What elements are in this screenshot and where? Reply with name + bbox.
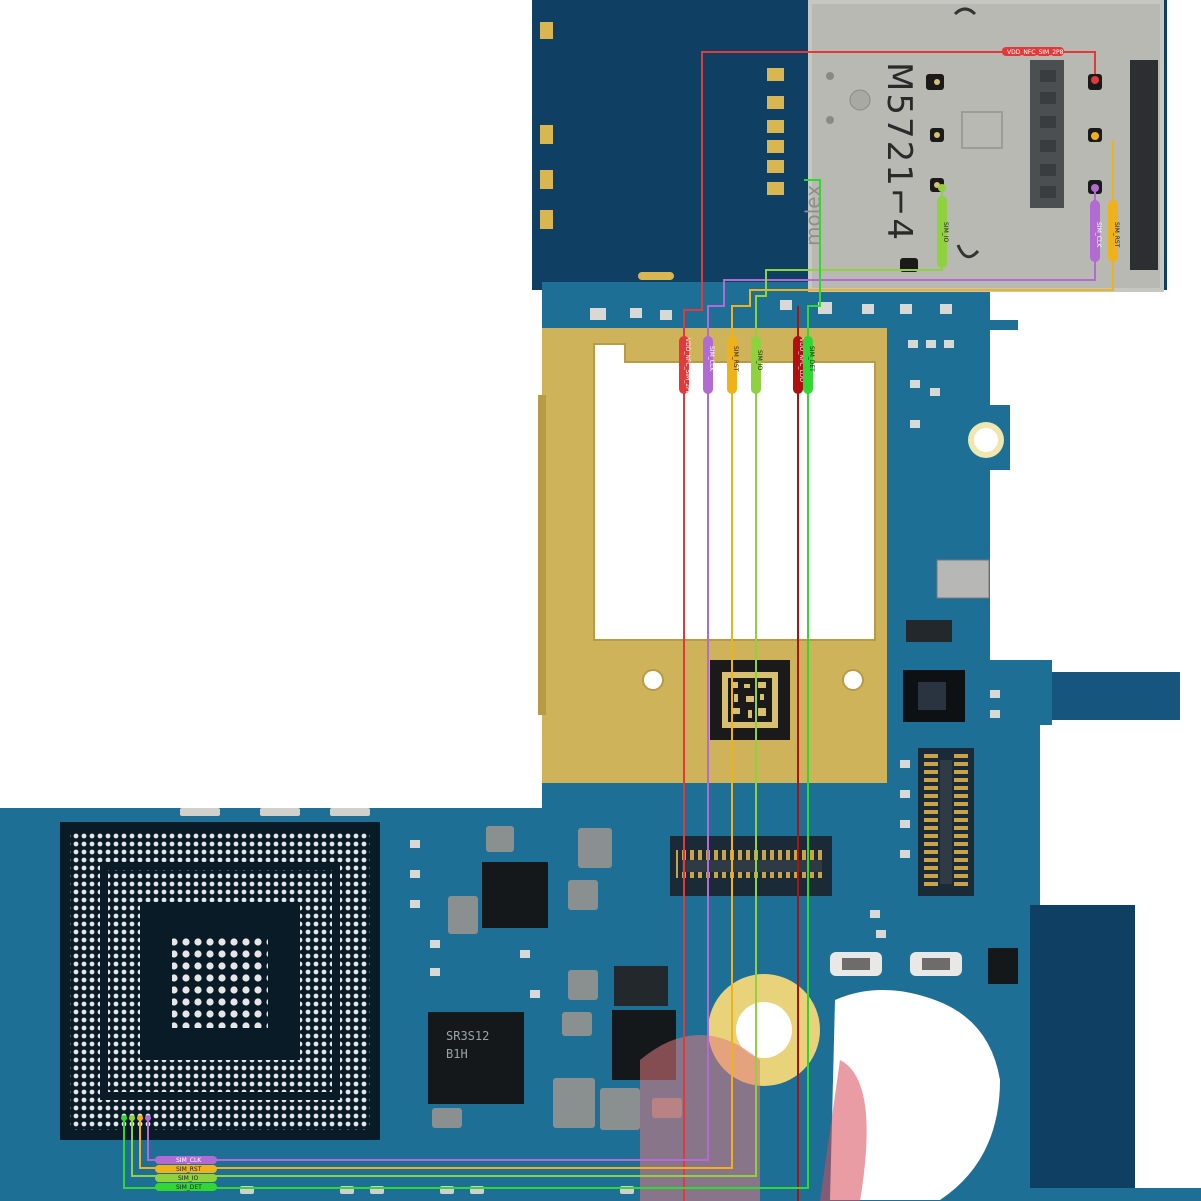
label-shield-det: SIM_DET bbox=[808, 346, 815, 372]
mounting-ring bbox=[708, 422, 1004, 1200]
label-bottom-det: SIM_DET bbox=[176, 1184, 202, 1191]
bga-processor bbox=[60, 822, 380, 1140]
label-conn-io: SIM_IO bbox=[942, 222, 949, 243]
trace-sim-clk bbox=[147, 190, 1096, 1161]
label-top-vdd: VDD_NFC_SIM_2P8 bbox=[1002, 47, 1064, 56]
svg-text:B1H: B1H bbox=[446, 1047, 468, 1061]
label-shield-ldo: VDD_NFC_LDO bbox=[798, 338, 805, 382]
display-contact-pads bbox=[540, 22, 784, 280]
chip-u1 bbox=[482, 862, 548, 928]
bottom-net-labels: SIM_CLK SIM_RST SIM_IO SIM_DET bbox=[155, 1156, 217, 1191]
connector-marking: M5721⌐4 bbox=[879, 62, 919, 242]
label-bottom-rst: SIM_RST bbox=[176, 1166, 202, 1173]
label-shield-clk: SIM_CLK bbox=[708, 346, 715, 372]
label-top-vdd-text: VDD_NFC_SIM_2P8 bbox=[1007, 49, 1064, 56]
signal-traces bbox=[123, 51, 1114, 1201]
crystal-oscillator bbox=[936, 559, 990, 599]
shield-frame bbox=[538, 328, 887, 783]
test-points bbox=[121, 76, 1099, 1121]
svg-text:SR3S12: SR3S12 bbox=[446, 1029, 489, 1043]
label-shield-rst: SIM_RST bbox=[732, 346, 739, 372]
label-conn-clk: SIM_CLK bbox=[1095, 222, 1102, 248]
connector-vertical-labels: SIM_IO SIM_CLK SIM_RST bbox=[937, 196, 1120, 268]
label-conn-rst: SIM_RST bbox=[1113, 222, 1120, 248]
qr-code-label bbox=[710, 660, 790, 740]
trace-vdd-nfc-sim-2p8 bbox=[683, 51, 1096, 1201]
fpc-connector-horizontal bbox=[670, 836, 832, 896]
fpc-connector-vertical bbox=[918, 748, 974, 896]
label-bottom-io: SIM_IO bbox=[178, 1175, 199, 1182]
trace-sim-det bbox=[123, 179, 821, 1189]
shield-vertical-labels: VDD_NFC_SIM_2P8 SIM_CLK SIM_RST SIM_IO V… bbox=[679, 336, 815, 395]
connector-post bbox=[849, 89, 871, 111]
label-shield-vdd: VDD_NFC_SIM_2P8 bbox=[684, 338, 691, 395]
chip-pmic bbox=[428, 1012, 524, 1104]
trace-sim-rst bbox=[139, 140, 1114, 1169]
label-bottom-clk: SIM_CLK bbox=[176, 1157, 202, 1164]
label-shield-io: SIM_IO bbox=[756, 350, 763, 371]
trace-sim-io bbox=[131, 190, 943, 1177]
connector-brand: molex bbox=[801, 185, 825, 246]
board-components: SR3S12 B1H bbox=[60, 300, 1018, 1201]
